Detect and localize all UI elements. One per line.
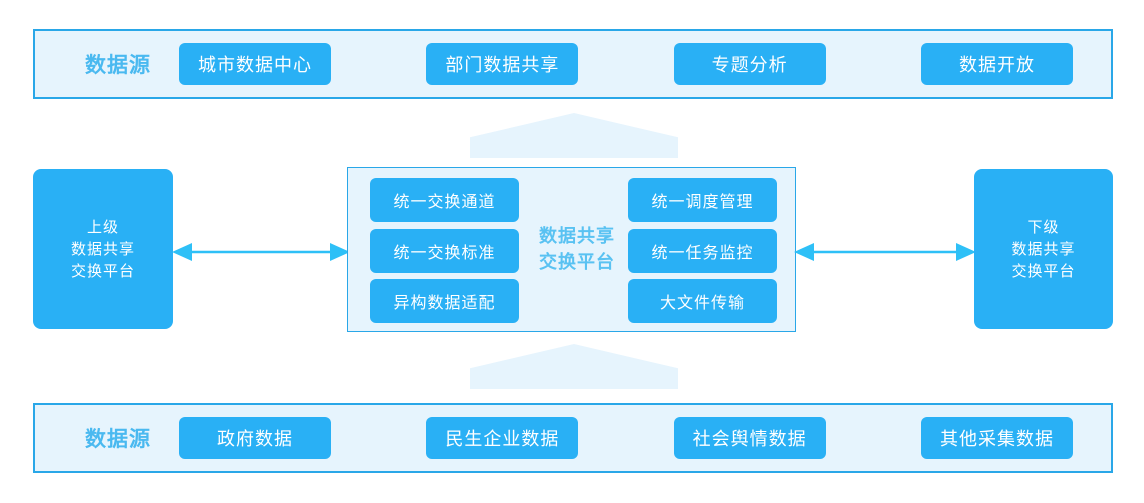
- lower-level-platform-line2: 数据共享: [1011, 240, 1076, 258]
- lower-level-platform-line1: 下级: [1027, 218, 1060, 236]
- center-right-module-column: 统一调度管理 统一任务监控 大文件传输: [628, 178, 777, 323]
- upper-level-platform-line1: 上级: [86, 218, 119, 236]
- up-arrow-from-bottom-band-icon: [470, 344, 678, 389]
- center-panel-title-line1: 数据共享: [539, 226, 615, 247]
- bottom-data-source-band: 数据源 政府数据 民生企业数据 社会舆情数据 其他采集数据: [33, 403, 1113, 473]
- center-panel-title-line2: 交换平台: [539, 252, 615, 273]
- top-band-item-thematic-analysis[interactable]: 专题分析: [673, 43, 826, 85]
- module-unified-exchange-standard[interactable]: 统一交换标准: [370, 228, 519, 273]
- module-unified-task-monitoring[interactable]: 统一任务监控: [628, 228, 777, 273]
- left-bidirectional-arrow-icon: [172, 243, 350, 261]
- top-band-item-department-data-sharing[interactable]: 部门数据共享: [426, 43, 579, 85]
- top-band-item-data-open[interactable]: 数据开放: [920, 43, 1073, 85]
- top-data-source-band: 数据源 城市数据中心 部门数据共享 专题分析 数据开放: [33, 29, 1113, 99]
- top-band-item-list: 城市数据中心 部门数据共享 专题分析 数据开放: [179, 43, 1073, 85]
- upper-level-platform-line3: 交换平台: [70, 262, 135, 280]
- module-heterogeneous-data-adaptation[interactable]: 异构数据适配: [370, 279, 519, 323]
- module-unified-scheduling-management[interactable]: 统一调度管理: [628, 178, 777, 222]
- top-band-title: 数据源: [85, 53, 151, 77]
- top-band-item-city-data-center[interactable]: 城市数据中心: [179, 43, 331, 85]
- center-panel-title: 数据共享 交换平台: [527, 224, 627, 276]
- bottom-band-item-livelihood-enterprise-data[interactable]: 民生企业数据: [426, 417, 579, 459]
- bottom-band-title: 数据源: [85, 427, 151, 451]
- module-large-file-transfer[interactable]: 大文件传输: [628, 279, 777, 323]
- bottom-band-item-other-collected-data[interactable]: 其他采集数据: [920, 417, 1073, 459]
- data-sharing-exchange-platform-panel: 统一交换通道 统一交换标准 异构数据适配 数据共享 交换平台 统一调度管理 统一…: [347, 167, 796, 332]
- bottom-band-item-social-opinion-data[interactable]: 社会舆情数据: [673, 417, 826, 459]
- bottom-band-item-list: 政府数据 民生企业数据 社会舆情数据 其他采集数据: [179, 417, 1073, 459]
- module-unified-exchange-channel[interactable]: 统一交换通道: [370, 178, 519, 222]
- lower-level-platform-line3: 交换平台: [1011, 262, 1076, 280]
- upper-level-platform-line2: 数据共享: [70, 240, 135, 258]
- center-left-module-column: 统一交换通道 统一交换标准 异构数据适配: [370, 178, 519, 323]
- lower-level-platform-box[interactable]: 下级 数据共享 交换平台: [974, 169, 1113, 329]
- upper-level-platform-box[interactable]: 上级 数据共享 交换平台: [33, 169, 173, 329]
- up-arrow-to-top-band-icon: [470, 113, 678, 158]
- bottom-band-item-government-data[interactable]: 政府数据: [179, 417, 331, 459]
- right-bidirectional-arrow-icon: [794, 243, 976, 261]
